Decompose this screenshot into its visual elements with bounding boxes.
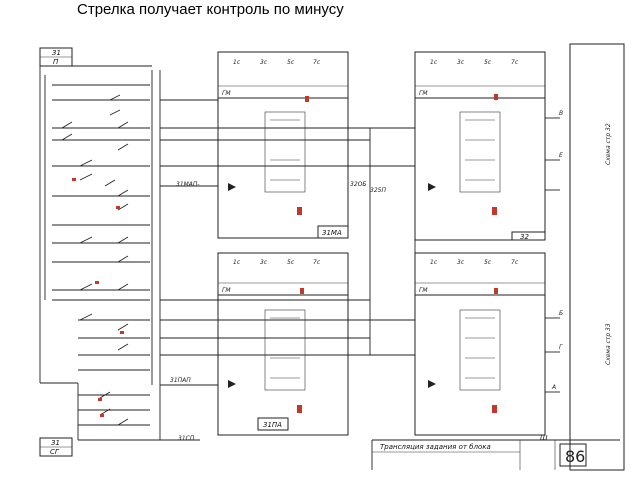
stamp-number: 86 [565,447,585,466]
relay-block-31ma: 1с 3с 5с 7с ГМ 31МА 31МАП- [176,51,349,239]
svg-text:3с: 3с [457,259,465,266]
block-id-bottom-sub: СГ [50,448,60,456]
side-strip [569,43,625,471]
block-32-label-box [511,231,546,241]
relay-body-ul [217,97,349,239]
relay-body-lr [414,294,546,436]
svg-text:1с: 1с [430,59,438,66]
sheme-33: Схема стр 33 [605,323,612,365]
middle-busses [160,99,415,386]
svg-text:В: В [559,110,563,117]
block-31ma: 31МА [322,229,342,237]
left-contacts [61,94,129,426]
svg-text:А: А [551,384,556,391]
svg-text:5с: 5с [484,259,492,266]
relay-body-ll [217,294,349,436]
block-id-top-sub: П [53,58,59,66]
block-id-bottom: 31 [51,439,60,447]
svg-text:5с: 5с [484,59,492,66]
svg-text:325П: 325П [370,187,386,194]
svg-text:31СП: 31СП [178,435,195,442]
relay-block-31pa: 1с 3с 5с 7с ГМ 31ПА 31ПАП 31СП [170,252,349,442]
svg-text:ГМ: ГМ [419,90,428,97]
svg-text:1с: 1с [233,259,241,266]
svg-text:1с: 1с [233,59,241,66]
sig-31pap: 31ПАП [170,377,191,384]
svg-text:5с: 5с [287,259,295,266]
block-32: 32 [520,233,529,241]
svg-text:Г: Г [559,344,563,351]
block-id-top: 31 [52,49,61,57]
svg-text:1с: 1с [430,259,438,266]
page-title: Стрелка получает контроль по минусу [77,1,344,18]
stamp-sig: Ш [540,434,548,442]
svg-text:ГМ: ГМ [419,287,428,294]
sheme-32: Схема стр 32 [605,123,612,165]
svg-text:3с: 3с [457,59,465,66]
svg-text:Е: Е [559,152,563,159]
block-31pa-label-box [257,417,289,431]
svg-text:32ОБ: 32ОБ [350,181,366,188]
title-stamp: Трансляция задания от блока 86 Ш [372,434,587,470]
svg-text:Б: Б [559,310,563,317]
svg-text:3с: 3с [260,259,268,266]
svg-text:ГМ: ГМ [222,287,231,294]
svg-text:5с: 5с [287,59,295,66]
svg-text:7с: 7с [511,259,519,266]
relay-block-32: 1с 3с 5с 7с ГМ 32 32ОБ 325П В Е Схема стр … [350,51,612,241]
svg-text:ГМ: ГМ [222,90,231,97]
svg-text:7с: 7с [313,259,321,266]
svg-text:7с: 7с [313,59,321,66]
stamp-text: Трансляция задания от блока [380,443,491,451]
relay-body-ur [414,97,546,241]
sig-31map: 31МАП- [176,181,200,188]
svg-text:3с: 3с [260,59,268,66]
relay-block-lower-right: 1с 3с 5с 7с ГМ Б Г А Схема стр 33 [414,252,612,436]
svg-text:7с: 7с [511,59,519,66]
block-31pa: 31ПА [263,421,282,429]
